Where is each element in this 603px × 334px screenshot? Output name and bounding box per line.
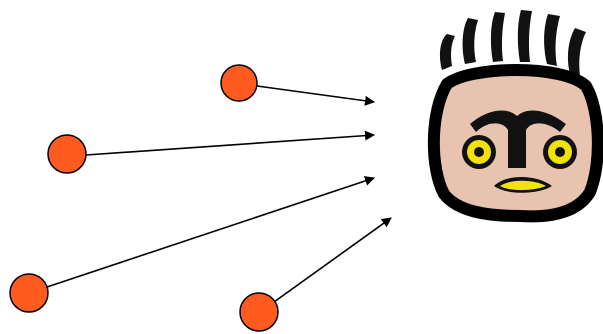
particle-group	[10, 65, 278, 331]
particle-bottom	[240, 293, 278, 331]
particle-lower-left	[10, 274, 48, 312]
particle-top	[221, 65, 257, 101]
arrow-from-particle-top	[257, 86, 374, 102]
arrow-group	[47, 86, 391, 302]
particle-upper-left	[48, 135, 86, 173]
right-eye	[543, 135, 577, 169]
left-eye	[462, 135, 496, 169]
startled-face-icon	[434, 10, 598, 216]
arrow-from-particle-bottom	[274, 218, 391, 302]
arrow-from-particle-lower-left	[47, 178, 374, 287]
arrow-from-particle-upper-left	[86, 135, 374, 155]
